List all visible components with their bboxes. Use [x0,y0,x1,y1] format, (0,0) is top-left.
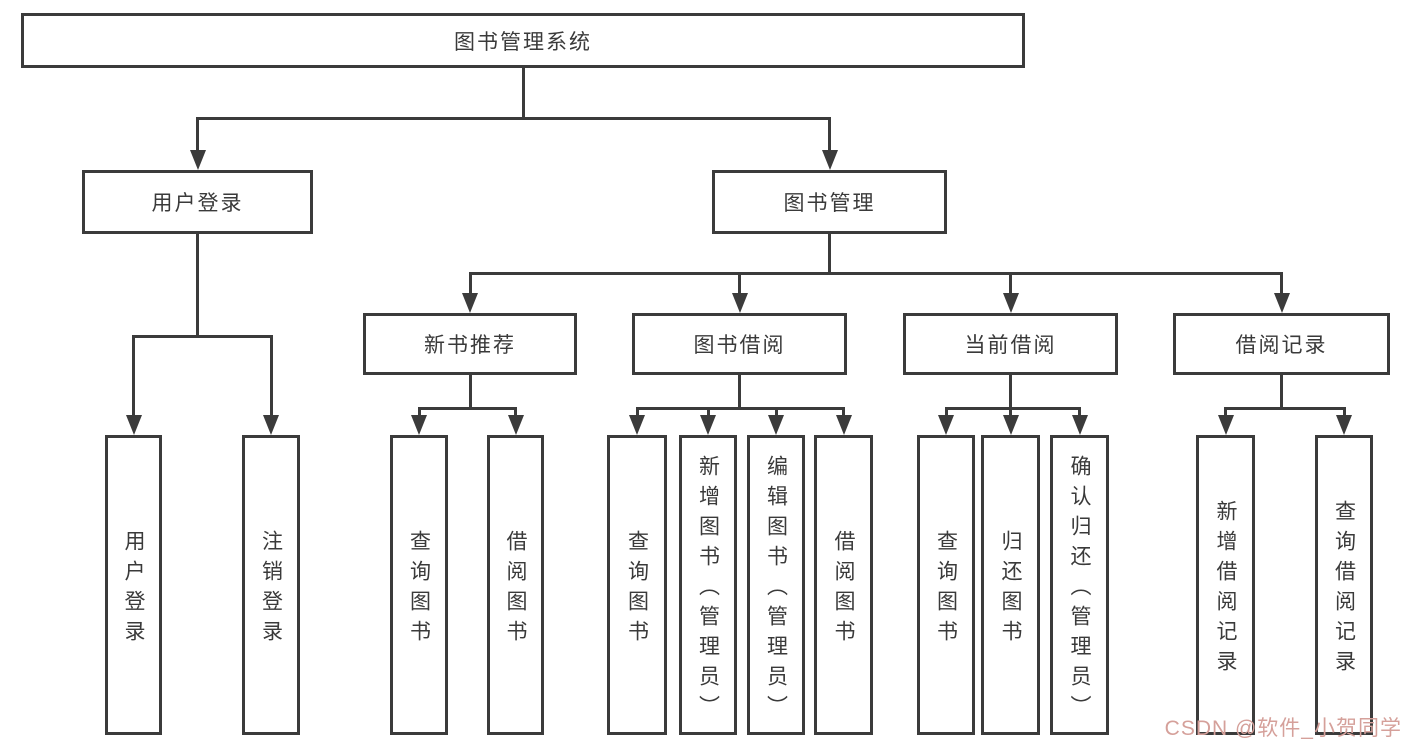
connector-arrowhead-icon [1002,415,1019,435]
diagram-node-login: 用户登录 [105,435,162,735]
diagram-node-user-login: 用户登录 [82,170,313,234]
connector-line [828,234,831,275]
connector-line [1224,407,1346,410]
connector-arrowhead-icon [629,415,645,435]
connector-arrowhead-icon [507,415,524,435]
connector-line [1342,407,1346,419]
connector-line [468,272,1283,275]
connector-arrowhead-icon [411,415,427,435]
diagram-node-book-mgmt: 图书管理 [712,170,947,234]
diagram-node-bb-edit-book: 编辑图书（管理员） [747,435,805,735]
diagram-node-br-add-record: 新增借阅记录 [1196,435,1255,735]
connector-line [706,407,710,419]
connector-arrowhead-icon [821,150,838,170]
connector-arrowhead-icon [700,415,716,435]
connector-line [842,407,845,419]
connector-line [417,407,421,419]
connector-line [635,407,845,410]
diagram-node-nbr-query-book: 查询图书 [390,435,448,735]
connector-arrowhead-icon [1273,293,1290,313]
connector-line [468,375,472,410]
connector-line [944,407,948,419]
diagram-node-cb-confirm-return: 确认归还（管理员） [1050,435,1109,735]
connector-line [196,234,199,338]
connector-line [1009,272,1012,297]
connector-line [468,272,472,297]
diagram-node-cb-return-book: 归还图书 [981,435,1040,735]
connector-arrowhead-icon [768,415,784,435]
connector-line [1078,407,1081,419]
connector-arrowhead-icon [1336,415,1352,435]
diagram-node-borrow-records: 借阅记录 [1173,313,1390,375]
connector-line [132,335,135,419]
connector-arrowhead-icon [125,415,142,435]
connector-line [1280,272,1283,297]
connector-arrowhead-icon [189,150,206,170]
diagram-node-book-borrow: 图书借阅 [632,313,847,375]
diagram-node-cb-query-book: 查询图书 [917,435,975,735]
connector-line [269,335,273,419]
connector-line [738,375,741,410]
connector-line [738,272,741,297]
connector-arrowhead-icon [835,415,852,435]
diagram-node-bb-add-book: 新增图书（管理员） [679,435,737,735]
watermark: CSDN @软件_小贺同学 [1164,717,1402,740]
connector-arrowhead-icon [1002,293,1019,313]
diagram-node-root: 图书管理系统 [21,13,1025,68]
connector-arrowhead-icon [263,415,279,435]
diagram-node-bb-borrow-book: 借阅图书 [814,435,873,735]
connector-line [132,335,273,338]
connector-line [828,117,831,154]
connector-line [774,407,778,419]
connector-arrowhead-icon [938,415,954,435]
diagram-node-bb-query-book: 查询图书 [607,435,667,735]
connector-line [521,68,525,120]
connector-line [417,407,517,410]
connector-line [1009,407,1012,419]
connector-line [1224,407,1227,419]
diagram-node-current-borrow: 当前借阅 [903,313,1118,375]
diagram-node-new-book-rec: 新书推荐 [363,313,577,375]
connector-line [514,407,517,419]
diagram-node-br-query-record: 查询借阅记录 [1315,435,1373,735]
connector-arrowhead-icon [1071,415,1088,435]
connector-line [1280,375,1283,410]
connector-line [635,407,639,419]
diagram-node-logout: 注销登录 [242,435,300,735]
connector-line [196,117,831,120]
connector-arrowhead-icon [1217,415,1234,435]
connector-arrowhead-icon [462,293,478,313]
connector-arrowhead-icon [731,293,748,313]
connector-line [196,117,199,154]
connector-line [944,407,1081,410]
connector-line [1009,375,1012,410]
diagram-node-nbr-borrow-book: 借阅图书 [487,435,544,735]
